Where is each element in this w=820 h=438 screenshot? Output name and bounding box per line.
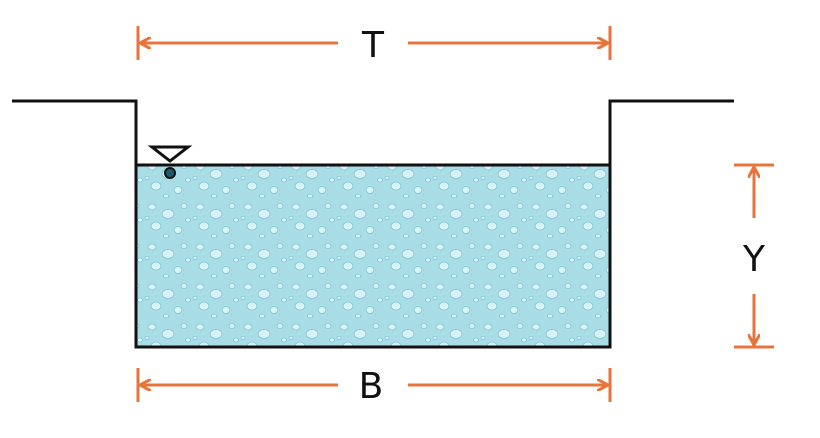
depth-dimension: Y: [734, 163, 774, 349]
water-body: [134, 163, 612, 349]
bottom-width-dimension: B: [136, 366, 612, 407]
top-width-dimension: T: [136, 25, 612, 66]
left-ground-line: [12, 99, 138, 165]
depth-label: Y: [742, 239, 766, 280]
bottom-width-label: B: [359, 366, 384, 407]
water-surface-icon: [147, 145, 193, 179]
right-ground-line: [608, 99, 734, 165]
top-width-label: T: [361, 25, 385, 66]
